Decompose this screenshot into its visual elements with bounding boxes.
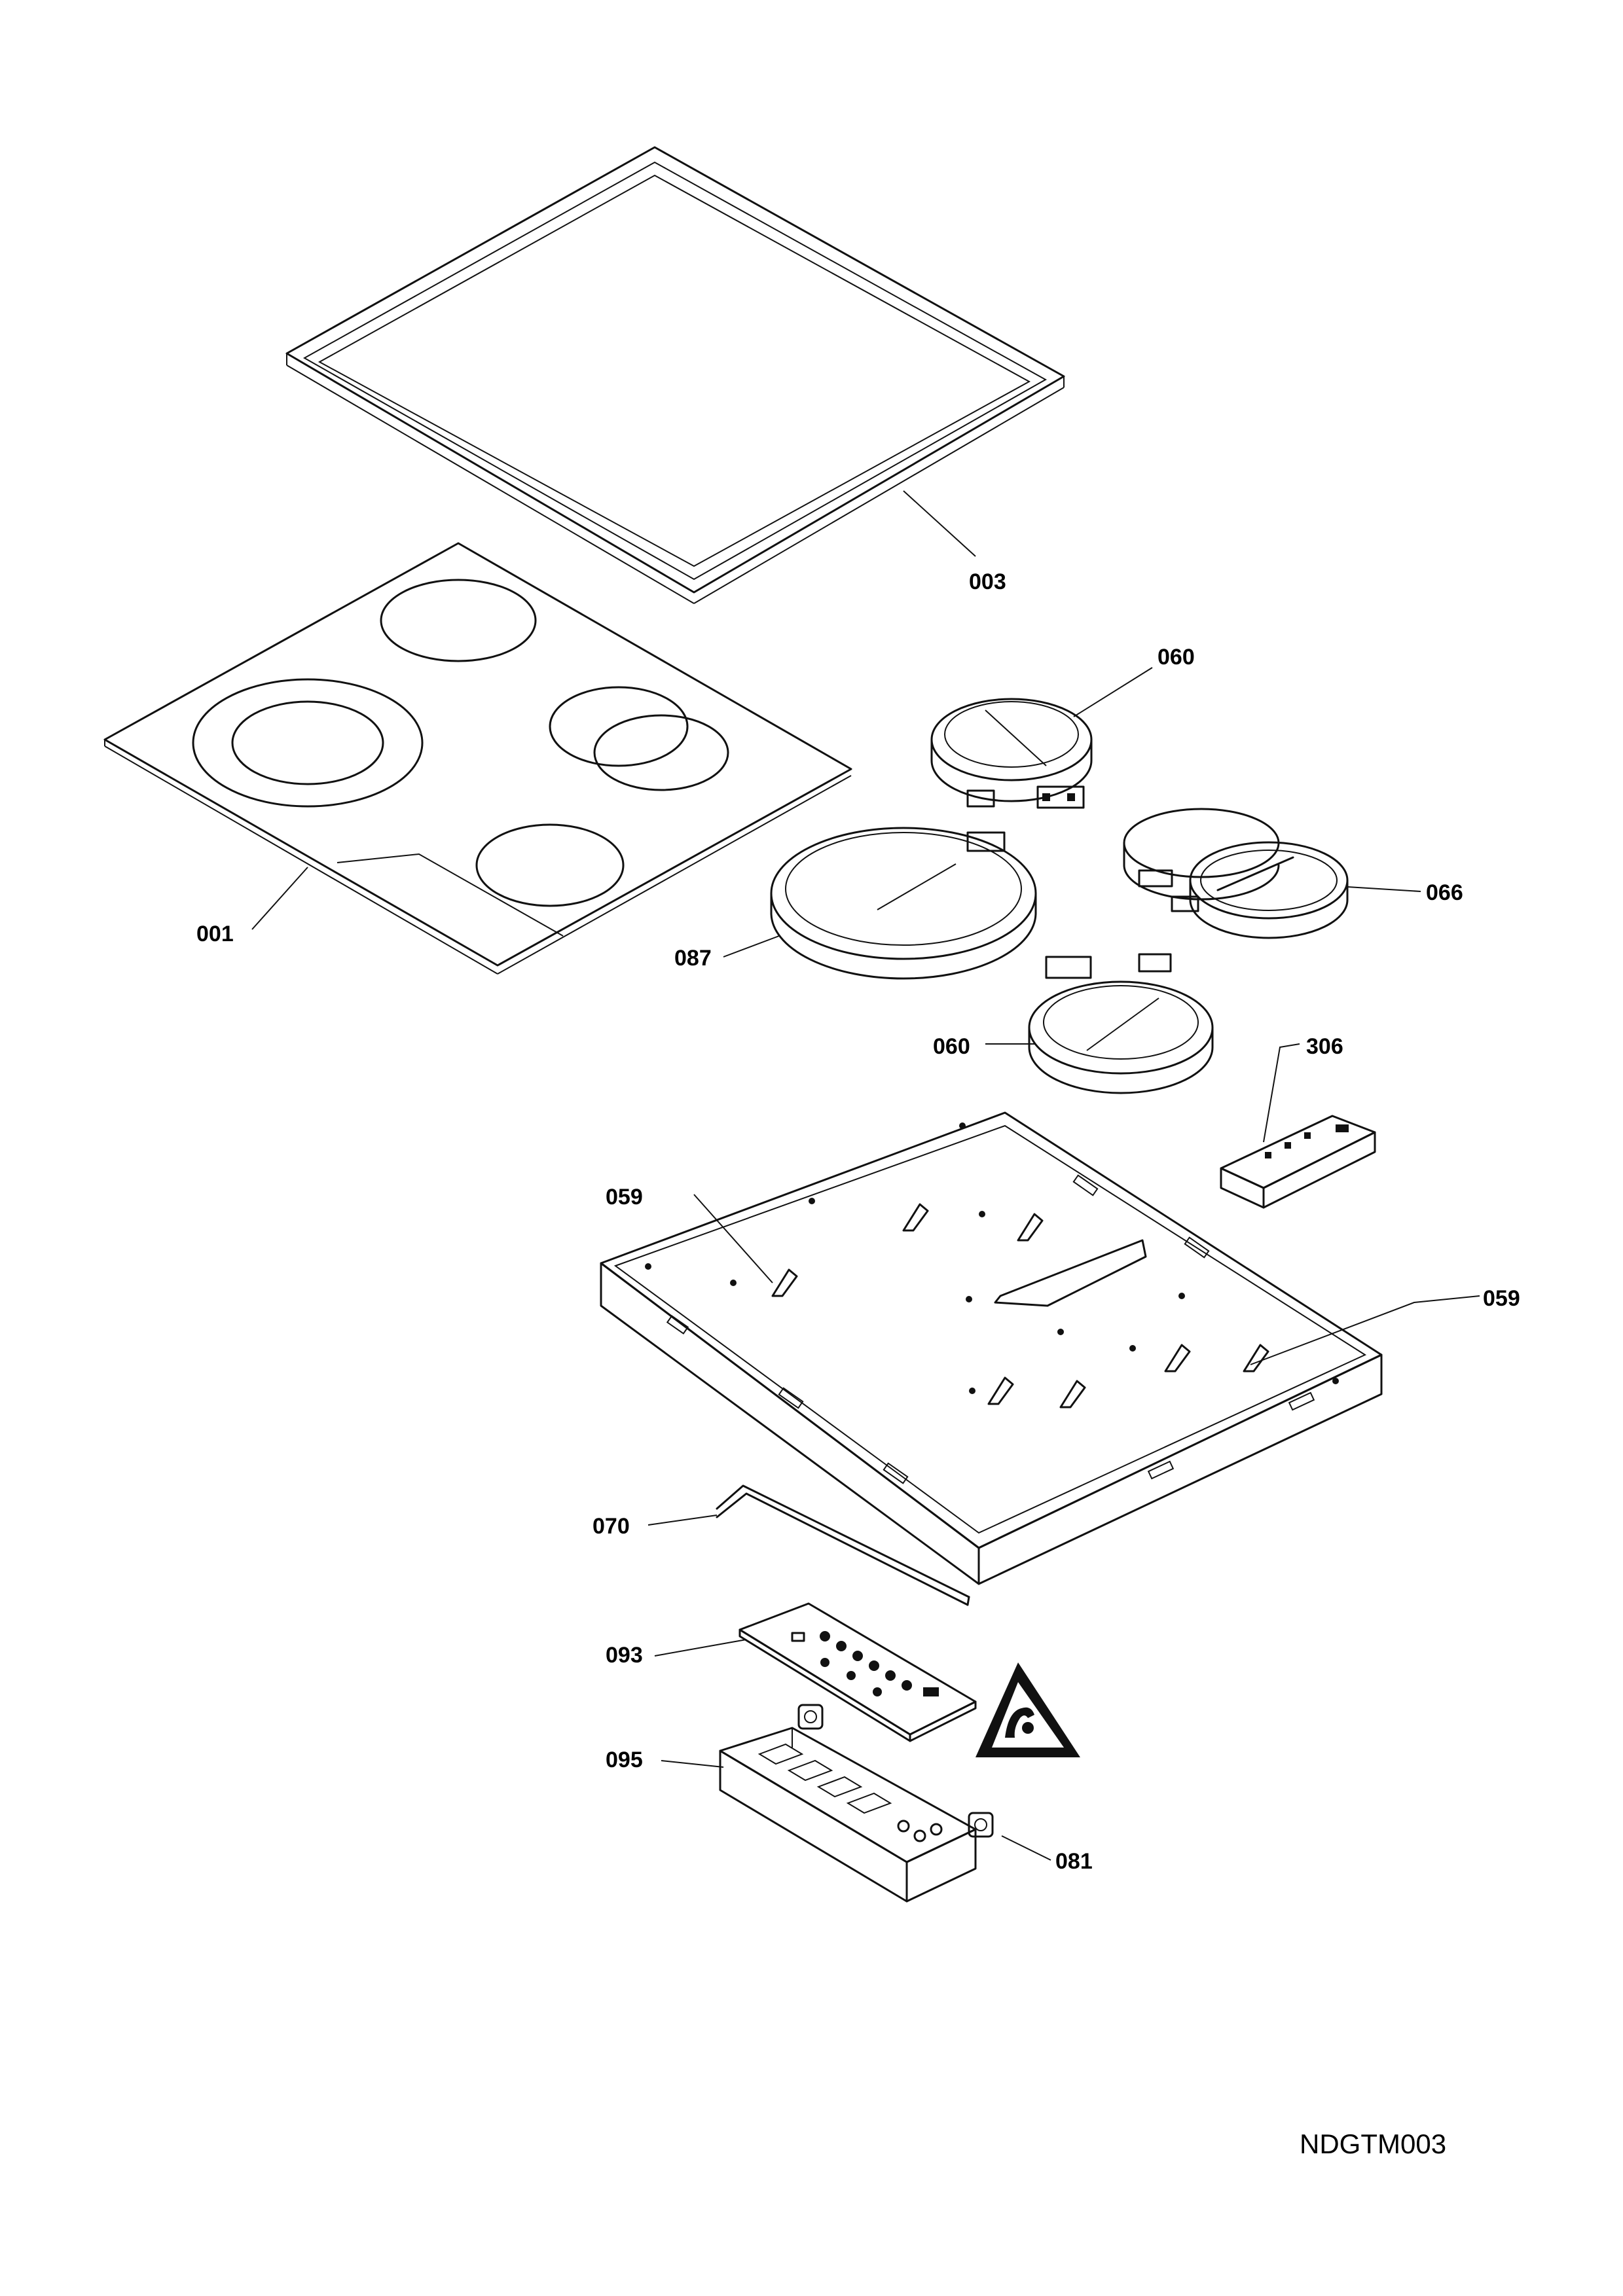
label-003: 003 xyxy=(969,569,1006,594)
label-059-right: 059 xyxy=(1483,1286,1520,1311)
label-087: 087 xyxy=(674,946,712,971)
label-060-upper: 060 xyxy=(1158,645,1195,670)
leader-093 xyxy=(654,1639,747,1657)
part-large-element xyxy=(770,827,1037,980)
label-081: 081 xyxy=(1055,1849,1093,1874)
label-093: 093 xyxy=(606,1643,643,1668)
leader-003 xyxy=(903,490,976,557)
part-cable-strip xyxy=(716,1484,970,1606)
label-095: 095 xyxy=(606,1748,643,1772)
leader-001 xyxy=(251,867,308,930)
esd-warning-triangle-icon xyxy=(976,1662,1080,1757)
leader-059-right xyxy=(1250,1295,1480,1365)
leader-060-upper xyxy=(1073,667,1153,717)
label-306: 306 xyxy=(1306,1034,1343,1059)
label-059-left: 059 xyxy=(606,1185,643,1210)
part-terminal-block xyxy=(1220,1115,1376,1209)
leader-081 xyxy=(1001,1835,1051,1861)
drawing-code: NDGTM003 xyxy=(1300,2128,1446,2159)
label-001: 001 xyxy=(196,922,234,946)
part-control-housing xyxy=(719,1727,977,1903)
part-control-board xyxy=(739,1602,977,1742)
part-radiant-element-lower xyxy=(1028,953,1214,1094)
label-066: 066 xyxy=(1426,880,1463,905)
leader-059-left xyxy=(693,1194,773,1283)
part-base-tray xyxy=(600,1111,1383,1585)
part-frame xyxy=(285,146,1065,604)
part-dual-element xyxy=(1123,808,1349,939)
leader-306 xyxy=(1263,1043,1300,1143)
part-glass-cooktop xyxy=(103,542,852,975)
leader-066 xyxy=(1347,886,1421,892)
part-radiant-element-upper xyxy=(930,698,1093,809)
leader-087 xyxy=(723,935,780,958)
leader-070 xyxy=(647,1515,718,1526)
leader-095 xyxy=(661,1760,724,1768)
label-060-lower: 060 xyxy=(933,1034,970,1059)
label-070: 070 xyxy=(593,1514,630,1539)
